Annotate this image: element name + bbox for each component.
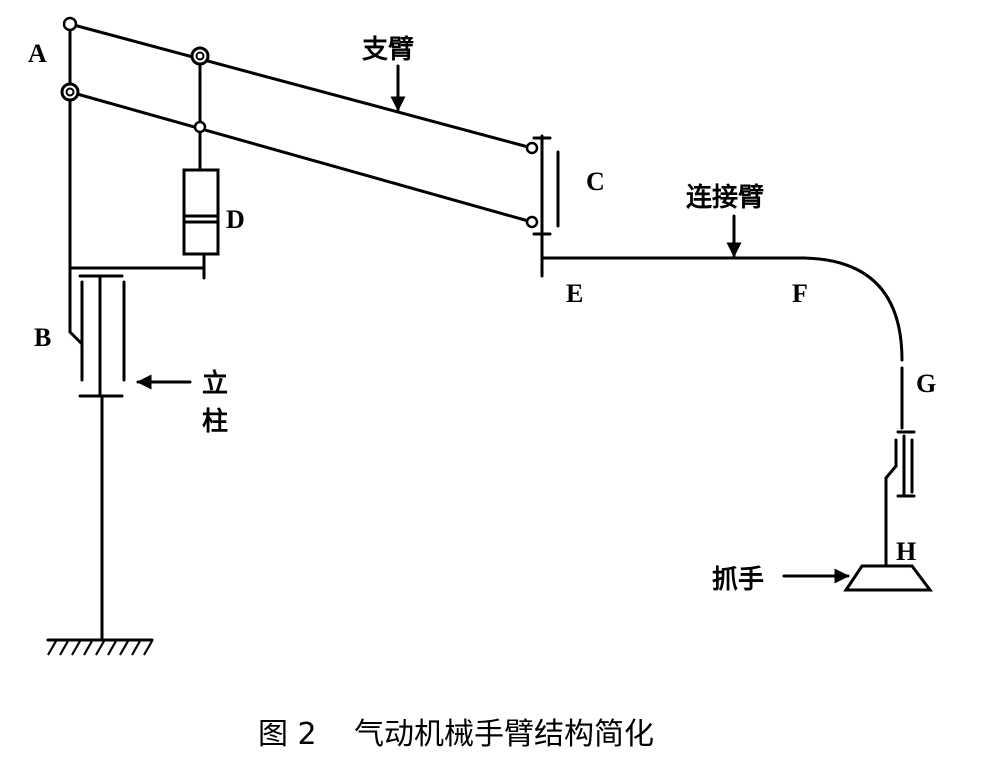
label-b: B: [34, 323, 51, 352]
joint-c-bracket: [532, 134, 560, 236]
label-a: A: [28, 39, 47, 68]
cylinder-d: [182, 168, 220, 256]
label-e: E: [566, 279, 583, 308]
support-arm: [68, 22, 534, 224]
joint-upper-mid-inner: [195, 51, 205, 61]
joint-a-lower-inner: [65, 87, 75, 97]
base-frame: [68, 26, 206, 346]
pivot-joints: [60, 16, 539, 229]
connecting-arm: [540, 232, 904, 362]
joint-a-upper: [62, 16, 78, 32]
figure-number: 图 2: [258, 717, 317, 752]
gripper-label: 抓手: [712, 565, 764, 595]
figure-caption: 气动机械手臂结构简化: [354, 717, 654, 752]
support-arm-label: 支臂: [362, 35, 414, 65]
joint-c-upper: [525, 141, 539, 155]
label-g: G: [916, 369, 936, 398]
label-d: D: [226, 205, 245, 234]
column-label-1: 立: [202, 368, 228, 399]
label-c: C: [586, 167, 605, 196]
wrist-joint: [884, 366, 916, 568]
label-h: H: [896, 537, 916, 566]
label-f: F: [792, 279, 808, 308]
column: [78, 274, 126, 642]
ground-support: [46, 638, 154, 656]
connecting-arm-label: 连接臂: [686, 183, 764, 213]
joint-c-lower: [525, 215, 539, 229]
joint-lower-mid: [193, 120, 207, 134]
column-label-2: 柱: [202, 407, 228, 437]
gripper: [843, 564, 933, 592]
